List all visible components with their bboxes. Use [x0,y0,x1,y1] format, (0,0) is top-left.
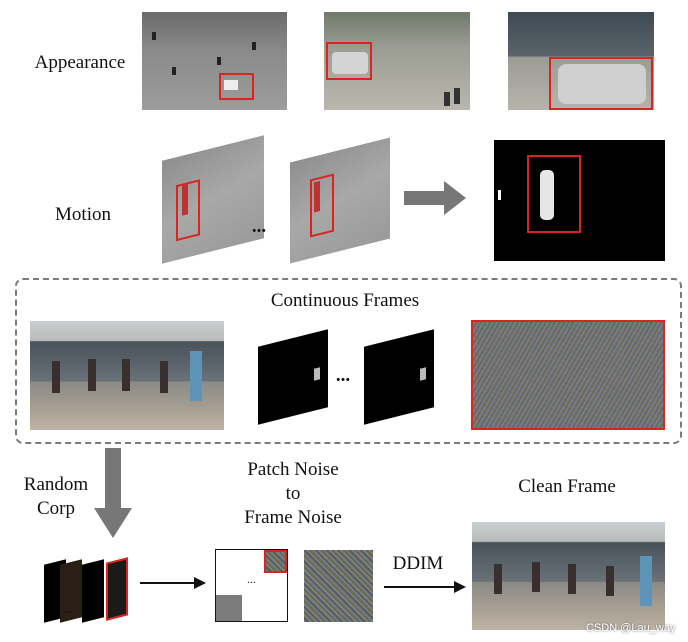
appearance-image-1 [142,12,287,110]
continuous-frame-rgb [30,321,224,430]
patch-noise-square-red [264,550,287,573]
motion-arrow [404,181,466,215]
motion-ellipsis: ... [251,216,267,237]
appearance-image-3 [508,12,654,110]
continuous-frames-label: Continuous Frames [270,290,420,311]
appearance-label: Appearance [34,52,126,73]
motion-label: Motion [55,204,111,225]
motion-frame-1 [162,135,264,264]
down-arrow [94,448,132,538]
frame-noise-image [304,550,373,622]
watermark: CSDN @Lau_way [586,622,676,634]
motion-frame-2 [290,137,390,264]
appearance-image-2 [324,12,470,110]
continuous-ellipsis: ... [335,365,351,386]
appearance-box-1 [219,73,254,100]
clean-frame-image [472,522,665,630]
crop-stack-ellipsis: ... [64,602,73,616]
motion-mask [494,140,665,261]
crop-stack-layer-3 [82,559,104,623]
clean-frame-label: Clean Frame [518,476,616,497]
random-corp-label: Random Corp [23,474,89,519]
crop-stack-layer-red [106,557,128,621]
patch-noise-square-gray [216,595,242,621]
patch-noise-frame: ... [215,549,288,622]
appearance-box-2 [326,42,372,80]
continuous-noisy-box [471,320,665,430]
patch-noise-label: Patch Noise to Frame Noise [244,459,342,528]
patch-ellipsis: ... [247,572,256,586]
continuous-frames-group [15,278,682,444]
continuous-noisy-frame [471,320,665,430]
crop-stack: ... [44,556,134,626]
ddim-label: DDIM [392,553,444,574]
motion-box-2 [310,173,334,238]
arrow-to-patch [140,577,206,589]
appearance-box-3 [549,57,653,110]
ddim-arrow [384,581,466,593]
motion-mask-box [527,155,581,233]
motion-box-1 [176,179,200,242]
